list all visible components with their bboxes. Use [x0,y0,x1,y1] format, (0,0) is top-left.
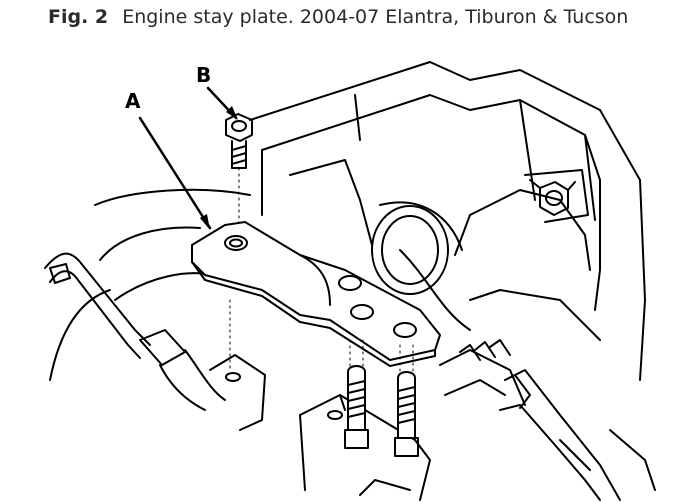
stay-plate-a [191,221,441,367]
callout-a: A [125,89,141,113]
engine-mount-boss [371,201,463,295]
bolt-b [225,113,253,233]
leader-lines [138,86,238,230]
lower-mount-bracket [299,394,431,501]
figure-number: Fig. 2 [48,6,109,28]
mounting-stud-2 [394,344,419,457]
lower-left-bracket [209,299,266,431]
right-hose [439,339,621,501]
left-hose [44,252,226,411]
figure-caption: Fig. 2 Engine stay plate. 2004-07 Elantr… [48,6,628,28]
block-hex-bolt [524,169,589,223]
callout-b: B [196,63,211,87]
mounting-stud-1 [344,339,369,449]
figure-description: Engine stay plate. 2004-07 Elantra, Tibu… [122,6,629,28]
engine-block [249,61,656,491]
